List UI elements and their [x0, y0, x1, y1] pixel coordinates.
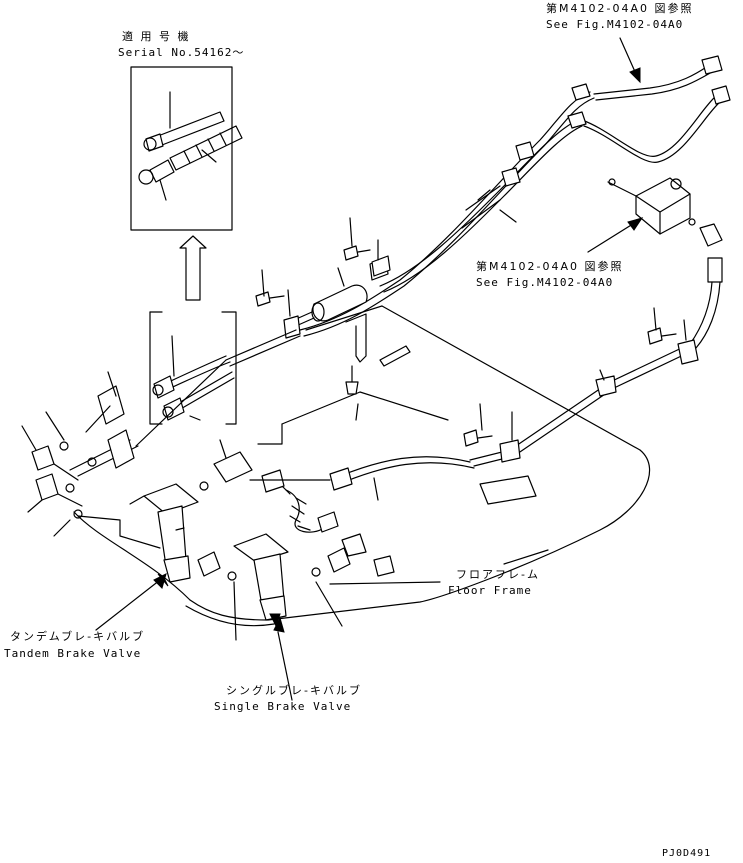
floor-frame-label-jp: フロアフレ-ム: [456, 568, 540, 581]
upward-arrow-icon: [179, 235, 207, 301]
single-brake-valve: [233, 533, 289, 628]
wrapped-hose: [249, 456, 475, 533]
variant-bracket: [149, 311, 237, 425]
right-hose: [469, 257, 723, 467]
reference-arrow-middle: [587, 217, 644, 253]
serial-variant-inset: [130, 66, 243, 231]
single-valve-label-en: Single Brake Valve: [214, 700, 352, 713]
serial-label-en: Serial No.54162～: [118, 46, 245, 59]
right-block-fitting: [607, 177, 723, 247]
serial-label-jp: 適 用 号 機: [122, 30, 191, 43]
steel-lines-lower: [152, 329, 301, 421]
steel-lines-upper: [299, 55, 731, 337]
reference-label-middle-en: See Fig.M4102-04A0: [476, 276, 614, 289]
center-fittings: [197, 451, 395, 581]
left-lines: [69, 359, 227, 477]
reference-label-top-jp: 第M4102-04A0 図参照: [546, 2, 694, 15]
bolts: [255, 245, 677, 447]
floor-frame-label-en: Floor Frame: [448, 584, 532, 597]
drawing-number: PJ0D491: [662, 848, 712, 859]
floor-frame-outline: [73, 305, 651, 627]
tandem-valve-label-en: Tandem Brake Valve: [4, 647, 142, 660]
tandem-brake-valve: [129, 483, 199, 587]
reference-label-top-en: See Fig.M4102-04A0: [546, 18, 684, 31]
tandem-valve-label-jp: タンデムブレ-キバルブ: [10, 630, 146, 643]
single-valve-label-jp: シングルブレ-キバルブ: [226, 684, 362, 697]
reference-label-middle-jp: 第M4102-04A0 図参照: [476, 260, 624, 273]
left-fittings: [21, 411, 97, 537]
leader-lines: [95, 217, 687, 701]
reference-arrow-top: [619, 37, 641, 84]
clamp-brackets: [283, 255, 411, 367]
